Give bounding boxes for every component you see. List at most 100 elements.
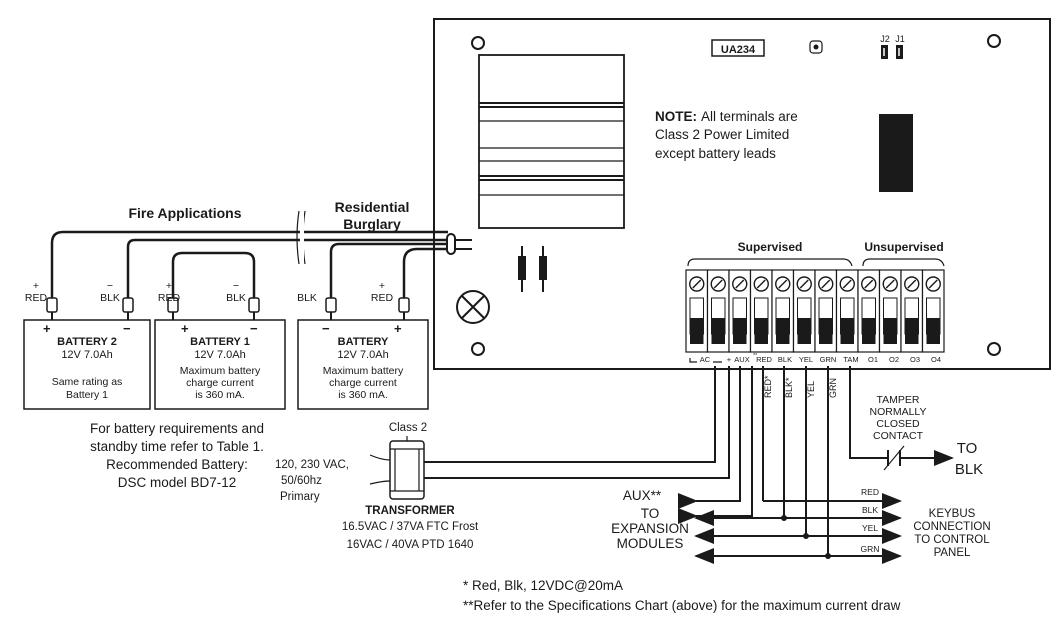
svg-text:is 360 mA.: is 360 mA. bbox=[195, 389, 245, 401]
svg-text:+: + bbox=[43, 321, 51, 336]
bus-label-blk: BLK bbox=[862, 505, 878, 515]
residential-label: Residential bbox=[335, 199, 410, 215]
battery-title: BATTERY bbox=[338, 336, 389, 348]
svg-text:TO: TO bbox=[957, 440, 978, 457]
fuse-icon bbox=[518, 246, 547, 292]
svg-text:−: − bbox=[322, 321, 330, 336]
terminal-screw bbox=[749, 269, 773, 353]
bus-label-yel: YEL bbox=[862, 523, 878, 533]
svg-text:+: + bbox=[181, 321, 189, 336]
wire-label-yel: YEL bbox=[806, 381, 816, 398]
svg-text:NORMALLY: NORMALLY bbox=[870, 406, 927, 418]
tamper-label: TAMPER NORMALLY CLOSED CONTACT bbox=[870, 394, 927, 442]
module-board: UA234 J2 J1 NOTE:All terminals are Class bbox=[433, 18, 1051, 370]
class-2-label: Class 2 bbox=[389, 422, 427, 434]
lead-label-red: RED bbox=[371, 292, 394, 304]
terminal-screw bbox=[921, 269, 945, 353]
lead-label-blk: BLK bbox=[226, 292, 246, 304]
svg-text:EXPANSION: EXPANSION bbox=[611, 521, 689, 536]
terminal-label-grn: GRN bbox=[820, 355, 837, 364]
wire-label-grn: GRN bbox=[828, 378, 838, 398]
lead-label-blk: BLK bbox=[100, 292, 120, 304]
svg-text:charge current: charge current bbox=[329, 377, 397, 389]
wire-label-red: RED* bbox=[763, 375, 773, 398]
junction-dot-icon bbox=[825, 553, 831, 559]
svg-text:Same rating as: Same rating as bbox=[52, 376, 123, 388]
bus-label-grn: GRN bbox=[861, 544, 880, 554]
svg-text:charge current: charge current bbox=[186, 377, 254, 389]
battery-2: + − BATTERY 2 12V 7.0Ah Same rating as B… bbox=[23, 319, 151, 410]
svg-text:16.5VAC / 37VA FTC Frost: 16.5VAC / 37VA FTC Frost bbox=[342, 521, 479, 533]
terminal-label-yel: YEL bbox=[799, 355, 813, 364]
model-label: UA234 bbox=[721, 44, 756, 56]
svg-text:TAMPER: TAMPER bbox=[877, 394, 920, 406]
terminal-screw bbox=[835, 269, 859, 353]
svg-text:Maximum battery: Maximum battery bbox=[323, 365, 404, 377]
jumper-j1-label: J1 bbox=[895, 34, 905, 44]
terminal-screw bbox=[900, 269, 924, 353]
unsupervised-bracket bbox=[862, 258, 945, 267]
terminal-screw bbox=[792, 269, 816, 353]
terminal-label-aux: AUX bbox=[734, 355, 749, 364]
svg-text:DSC model BD7-12: DSC model BD7-12 bbox=[118, 475, 237, 490]
jumper-j2-label: J2 bbox=[880, 34, 890, 44]
battery-spec: 12V 7.0Ah bbox=[337, 349, 388, 361]
footnote-2: **Refer to the Specifications Chart (abo… bbox=[463, 598, 901, 613]
svg-text:CLOSED: CLOSED bbox=[876, 418, 920, 430]
svg-text:CONTACT: CONTACT bbox=[873, 430, 924, 442]
battery-wiring: Fire Applications Residential Burglary bbox=[25, 199, 448, 320]
led-icon bbox=[809, 40, 823, 54]
svg-text:KEYBUS: KEYBUS bbox=[929, 508, 976, 520]
to-blk-label: TO BLK bbox=[955, 440, 983, 478]
svg-text:is 360 mA.: is 360 mA. bbox=[338, 389, 388, 401]
svg-text:120, 230 VAC,: 120, 230 VAC, bbox=[275, 459, 349, 471]
svg-text:**: ** bbox=[753, 353, 758, 359]
svg-text:+: + bbox=[379, 280, 385, 292]
terminal-label-tam: TAM bbox=[843, 355, 858, 364]
terminal-label-o1: O1 bbox=[868, 355, 878, 364]
footnote-1: * Red, Blk, 12VDC@20mA bbox=[463, 578, 623, 593]
terminal-label-blk: BLK bbox=[778, 355, 792, 364]
svg-text:+: + bbox=[33, 280, 39, 292]
lead-label-red: RED bbox=[158, 292, 181, 304]
terminal-screw bbox=[878, 269, 902, 353]
bus-label-red: RED bbox=[861, 487, 879, 497]
mounting-hole-icon bbox=[471, 36, 485, 50]
supervised-label: Supervised bbox=[738, 240, 803, 254]
mounting-hole-icon bbox=[987, 342, 1001, 356]
terminal-label-ac: AC bbox=[700, 355, 711, 364]
transformer: Class 2 120, 230 VAC, 50/60hz Primary TR… bbox=[275, 366, 730, 551]
burglary-label: Burglary bbox=[343, 216, 401, 232]
terminal-label-o4: O4 bbox=[931, 355, 941, 364]
svg-text:+: + bbox=[166, 280, 172, 292]
aux-label: AUX** bbox=[623, 488, 662, 503]
terminal-screw bbox=[857, 269, 881, 353]
mounting-hole-icon bbox=[471, 342, 485, 356]
svg-text:+: + bbox=[394, 321, 402, 336]
svg-text:BLK: BLK bbox=[955, 461, 983, 478]
terminal-label-o2: O2 bbox=[889, 355, 899, 364]
battery-1: + − BATTERY 1 12V 7.0Ah Maximum battery … bbox=[154, 319, 286, 410]
battery-title: BATTERY 2 bbox=[57, 336, 117, 348]
transformer-title: TRANSFORMER bbox=[365, 505, 455, 517]
black-component bbox=[879, 114, 913, 192]
battery-title: BATTERY 1 bbox=[190, 336, 250, 348]
note-text: NOTE:All terminals are Class 2 Power Lim… bbox=[655, 109, 802, 161]
terminal-label-red: RED bbox=[756, 355, 772, 364]
terminal-label-o3: O3 bbox=[910, 355, 920, 364]
terminal-screw bbox=[728, 269, 752, 353]
fire-applications-label: Fire Applications bbox=[128, 205, 241, 221]
lead-label-red: RED bbox=[25, 292, 48, 304]
svg-text:−: − bbox=[250, 321, 258, 336]
svg-text:−: − bbox=[107, 280, 113, 292]
keybus-label: KEYBUS CONNECTION TO CONTROL PANEL bbox=[913, 508, 990, 559]
terminal-screw bbox=[706, 269, 730, 353]
svg-text:TO: TO bbox=[641, 506, 660, 521]
terminal-labels: AC + AUX ** RED BLK YEL GRN TAM O1 O2 O3… bbox=[689, 353, 941, 364]
svg-text:For battery requirements and: For battery requirements and bbox=[90, 421, 264, 436]
junction-dot-icon bbox=[803, 533, 809, 539]
svg-text:Primary: Primary bbox=[280, 491, 320, 503]
mounting-hole-icon bbox=[987, 34, 1001, 48]
lamp-x-icon bbox=[456, 290, 490, 324]
